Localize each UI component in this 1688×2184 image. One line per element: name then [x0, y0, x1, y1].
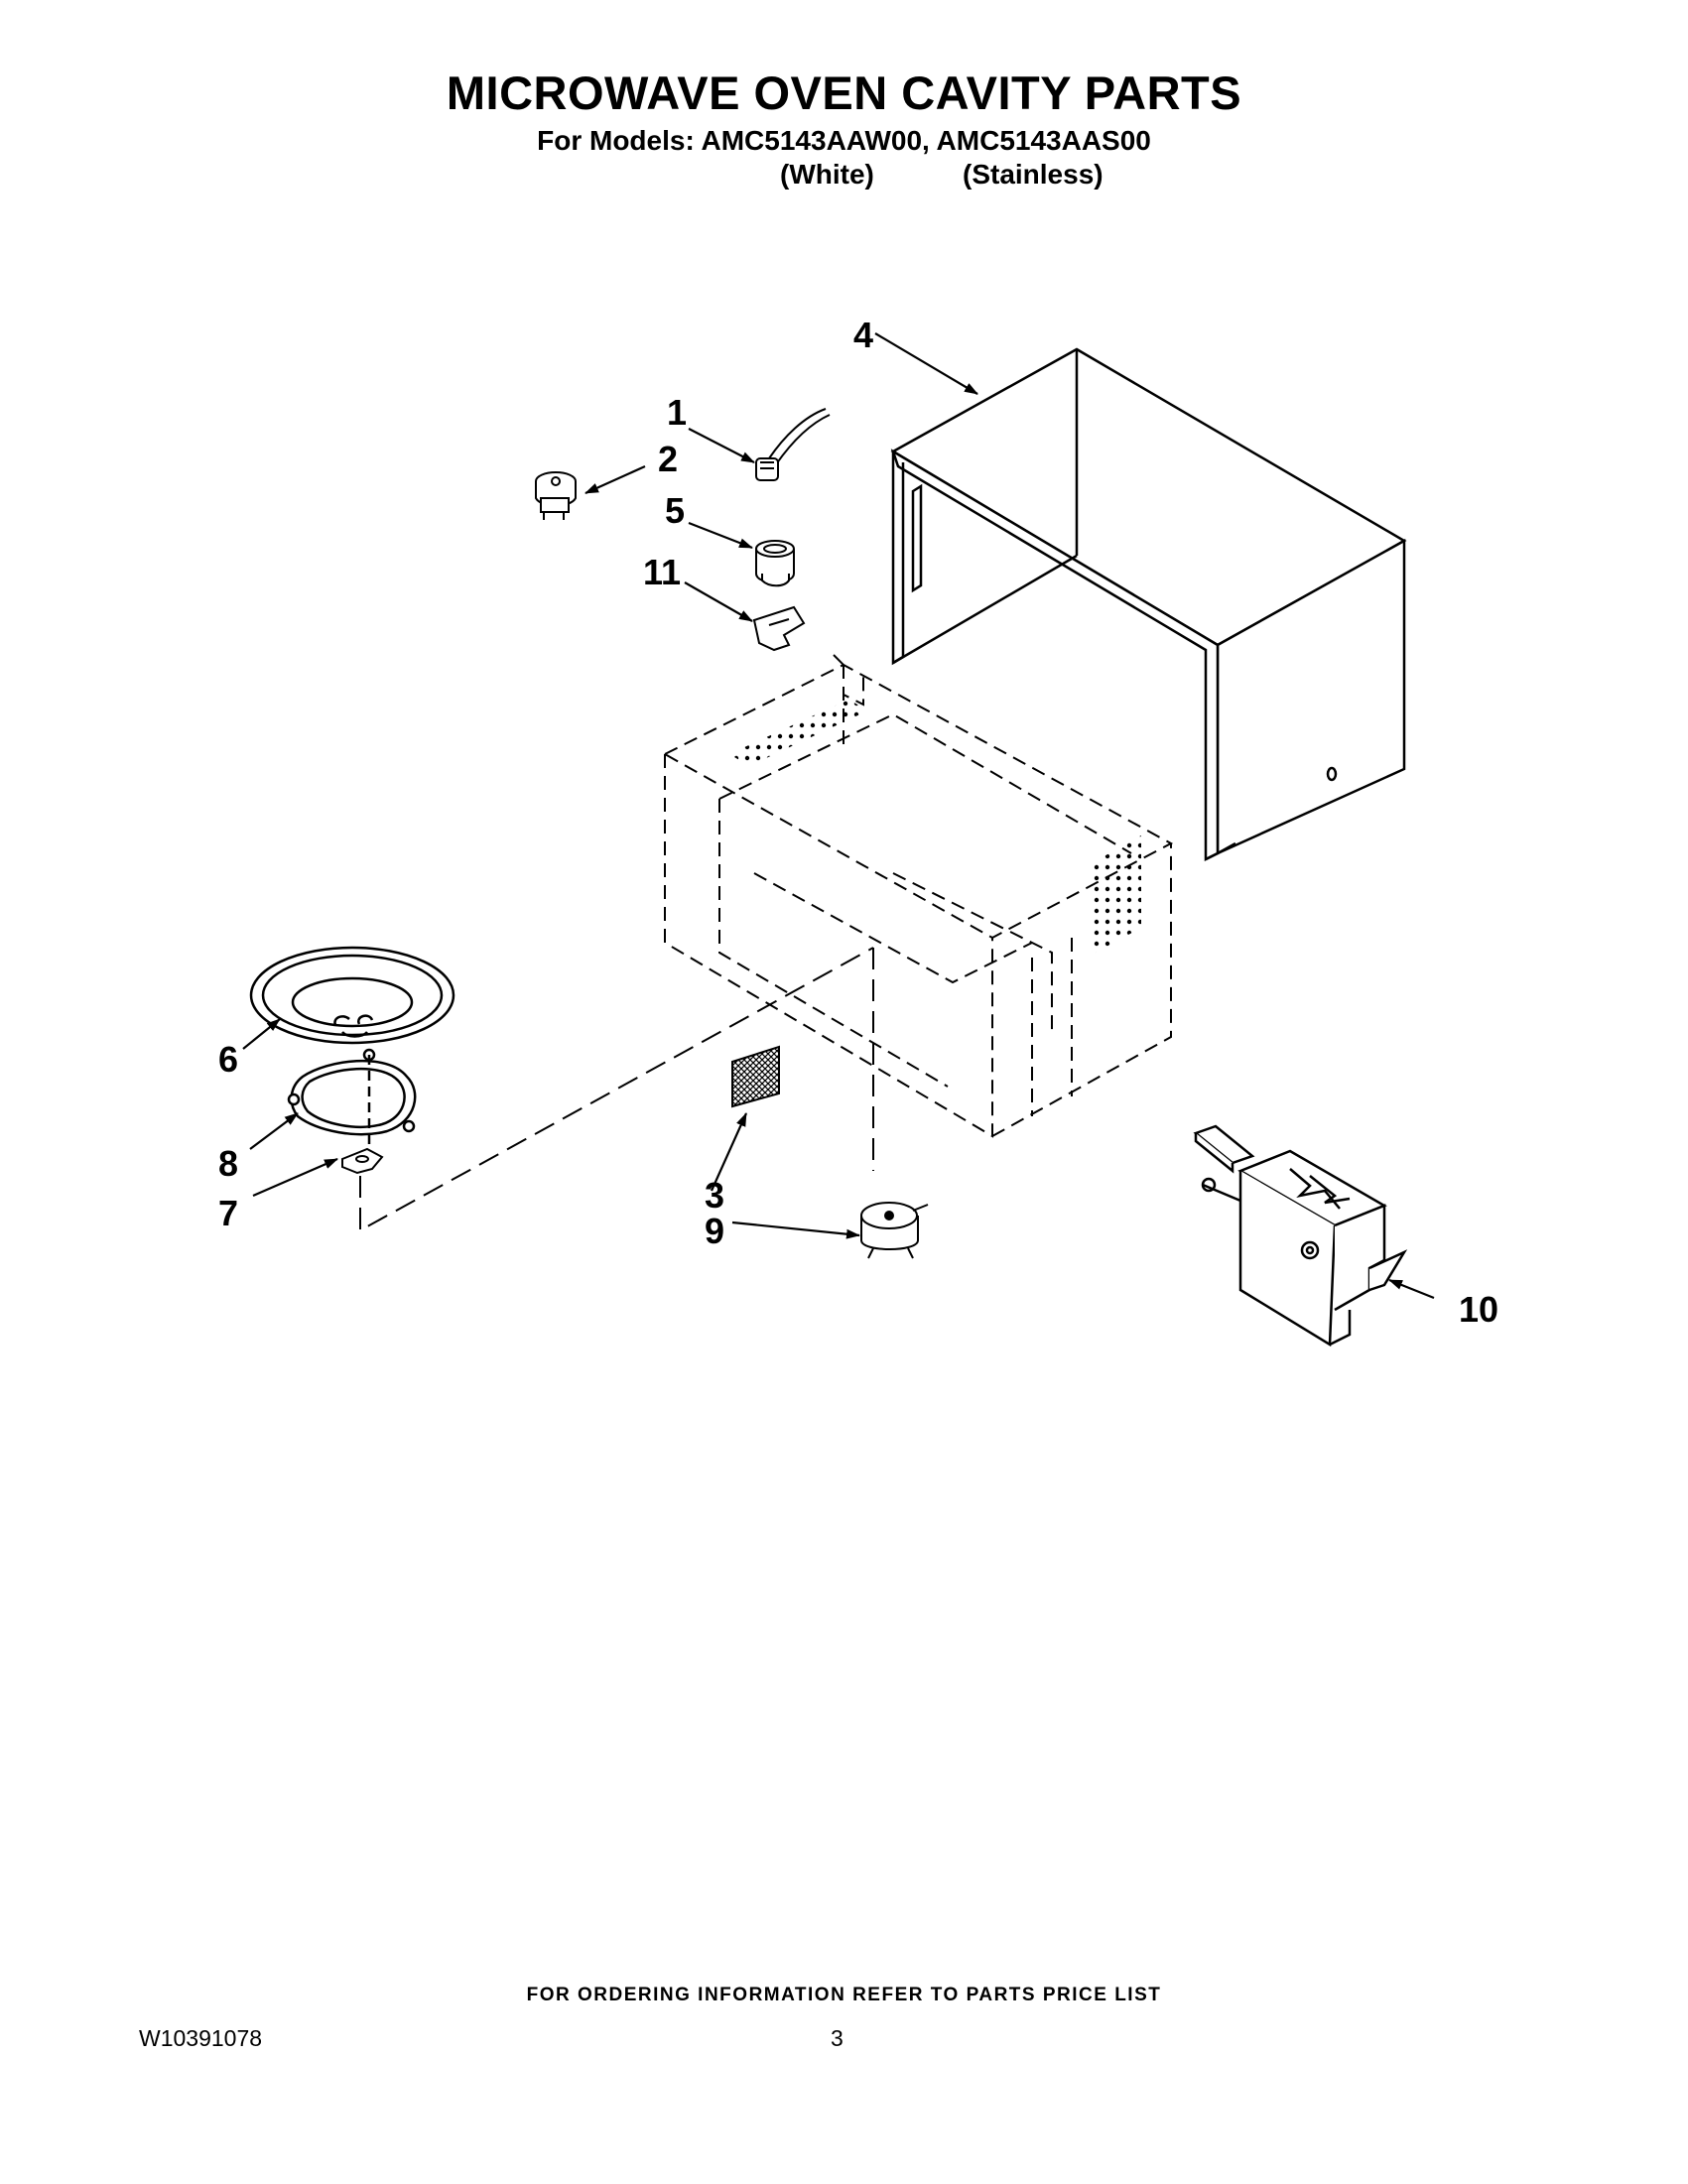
coupler-part-5	[755, 540, 795, 587]
callout-4: 4	[853, 315, 873, 355]
callout-8: 8	[218, 1143, 238, 1184]
models-line: For Models: AMC5143AAW00, AMC5143AAS00	[537, 125, 1151, 156]
callout-9: 9	[705, 1211, 724, 1251]
coupling-part-7	[341, 1147, 384, 1175]
callout-11: 11	[643, 552, 681, 592]
callout-5: 5	[665, 490, 685, 531]
variant-white-label: (White)	[780, 159, 874, 190]
thermal-cutout-part-2	[535, 471, 577, 520]
turntable-tray-part-6	[249, 946, 455, 1045]
document-number: W10391078	[139, 2025, 263, 2051]
callout-3: 3	[705, 1175, 724, 1216]
bracket-part-11	[752, 605, 806, 652]
page-number: 3	[831, 2025, 844, 2051]
latch-assembly-part-10	[1193, 1124, 1408, 1348]
callout-2: 2	[658, 439, 678, 479]
cavity-assembly	[662, 654, 1174, 1138]
page-title: MICROWAVE OVEN CAVITY PARTS	[446, 66, 1242, 119]
callout-6: 6	[218, 1039, 238, 1080]
callout-7: 7	[218, 1193, 238, 1233]
ordering-information-note: FOR ORDERING INFORMATION REFER TO PARTS …	[526, 1985, 1162, 2005]
outer-cabinet-part-4	[890, 347, 1407, 862]
variant-stainless-label: (Stainless)	[963, 159, 1104, 190]
waveguide-cover-part-3	[731, 1045, 780, 1108]
wire-connector-part-1	[755, 408, 831, 481]
cavity-vent-holes	[729, 700, 1141, 955]
turntable-motor-part-9	[860, 1202, 929, 1259]
callout-1: 1	[667, 392, 687, 433]
roller-ring-part-8	[287, 1048, 417, 1146]
callout-10: 10	[1459, 1289, 1498, 1330]
coupling-alignment-line	[359, 947, 874, 1232]
callout-leaders	[242, 332, 1435, 1300]
